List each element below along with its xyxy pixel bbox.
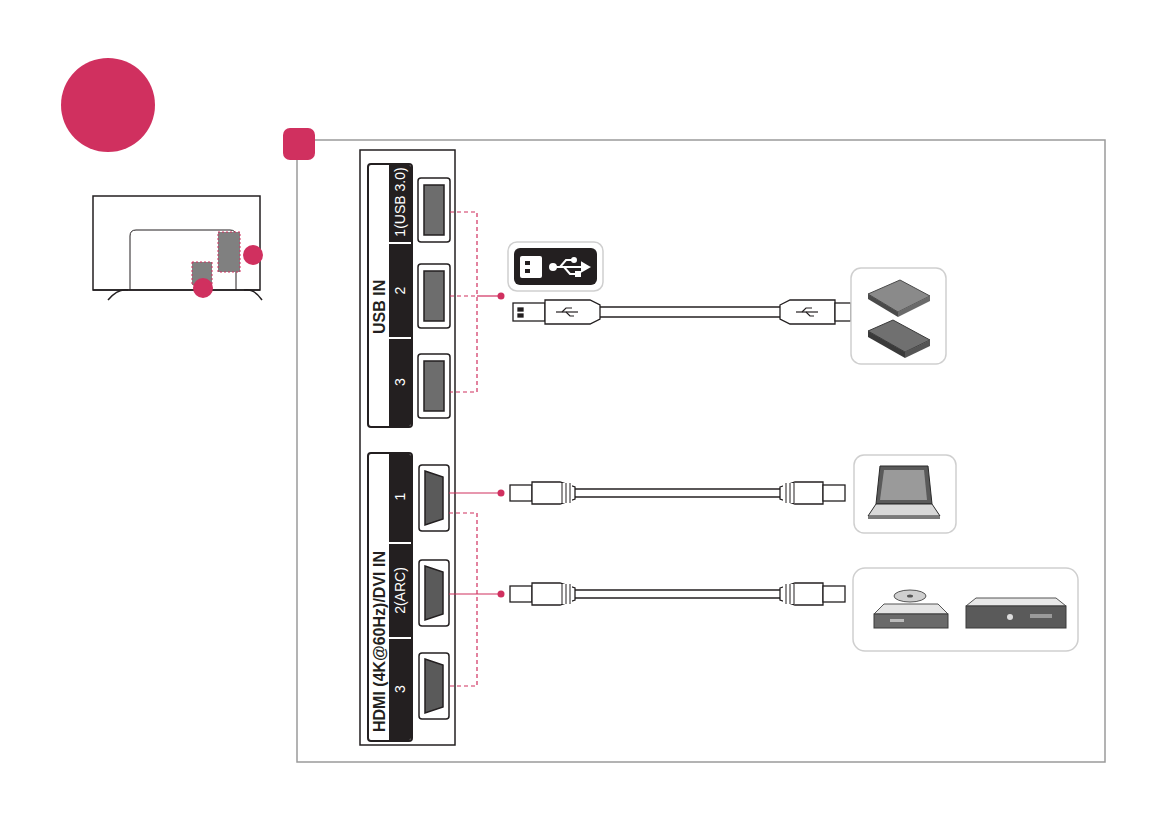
bracket-dots: [498, 293, 505, 598]
usb-ports: [418, 178, 450, 418]
cell-separator: [389, 637, 411, 639]
usb-devices: [851, 268, 946, 364]
av-devices: [853, 568, 1078, 651]
step-circle: [61, 58, 155, 152]
tv-thumbnail: [93, 196, 263, 300]
panel-frame: [297, 140, 1105, 762]
cell-separator: [389, 337, 411, 339]
port-panel: [360, 150, 455, 745]
port-group-label: USB IN: [369, 280, 391, 334]
laptop-device: [854, 455, 956, 533]
port-number: 3: [389, 338, 411, 426]
port-brackets: [449, 212, 500, 686]
port-number: 3: [389, 638, 411, 740]
usb-icon: [508, 242, 603, 291]
hdmi-cables: [510, 482, 845, 605]
usb-cable: [513, 300, 851, 324]
cell-separator: [389, 542, 411, 544]
step-marker: [283, 128, 315, 160]
hdmi-label-band: HDMI (4K@60Hz)/DVI IN 12(ARC)3: [367, 452, 413, 742]
cell-separator: [389, 242, 411, 244]
port-number: 2: [389, 243, 411, 338]
port-number: 1(USB 3.0): [389, 163, 411, 243]
port-group-label: HDMI (4K@60Hz)/DVI IN: [369, 551, 391, 732]
port-number: 2(ARC): [389, 543, 411, 638]
port-number: 1: [389, 452, 411, 543]
usb-label-band: USB IN 1(USB 3.0)23: [367, 163, 413, 428]
hdmi-ports: [419, 465, 449, 719]
